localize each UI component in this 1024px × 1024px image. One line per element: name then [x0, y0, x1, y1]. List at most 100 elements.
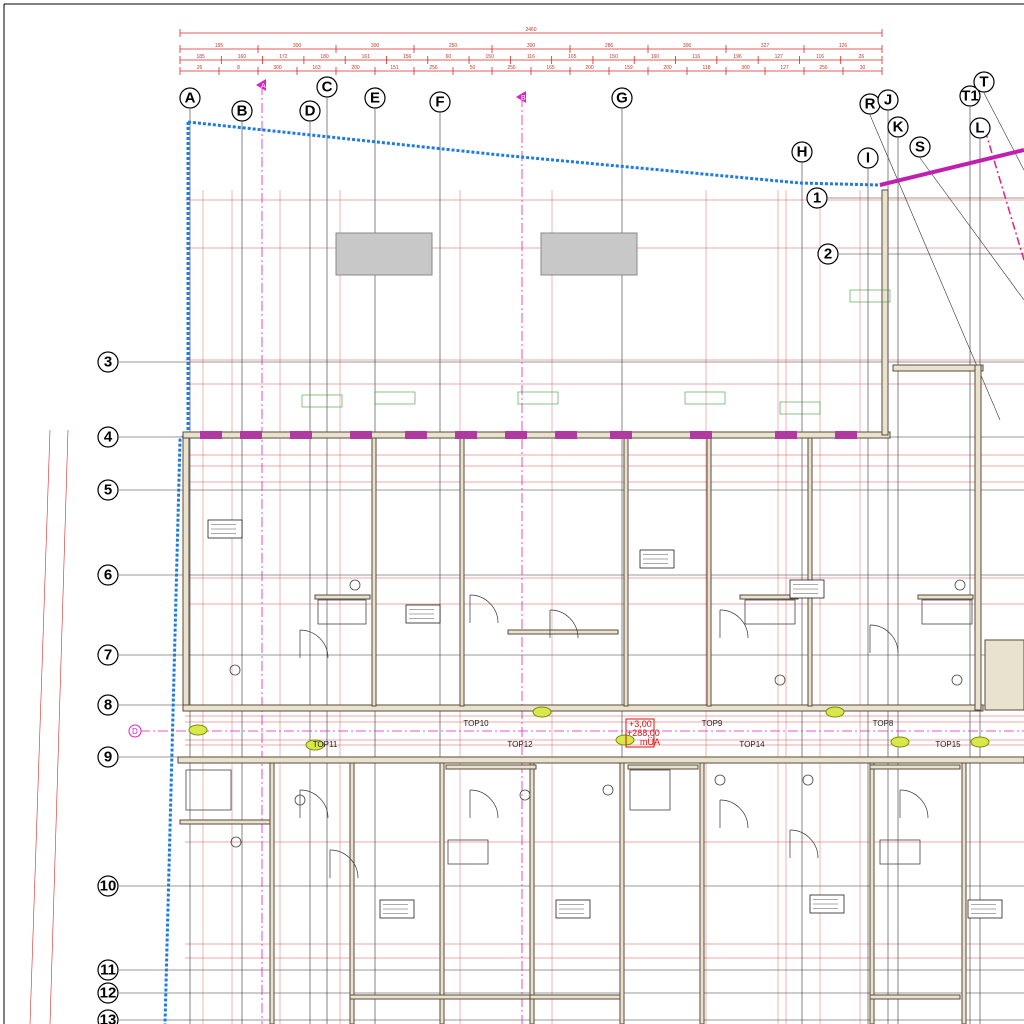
- wc-fixture: [602, 784, 614, 796]
- axis-bubble-c: C: [316, 76, 338, 98]
- beam-label: TOP11: [313, 740, 338, 749]
- wall: [177, 756, 1024, 764]
- axis-bubble-7: 7: [97, 644, 119, 666]
- dimension-value: 30: [860, 65, 866, 71]
- wc-fixture: [714, 774, 726, 786]
- wall: [182, 437, 190, 709]
- axis-label: T1: [961, 88, 979, 105]
- dimension-value: 165: [546, 65, 555, 71]
- note-box: [684, 391, 726, 405]
- window: [835, 431, 857, 439]
- note-box: [374, 391, 416, 405]
- dimension-value: 195: [215, 43, 224, 49]
- wall: [445, 764, 537, 770]
- axis-bubble-i: I: [857, 147, 879, 169]
- dimension-value: 172: [279, 54, 288, 60]
- axis-label: B: [237, 103, 248, 120]
- axis-bubble-9: 9: [97, 746, 119, 768]
- wall: [627, 764, 699, 770]
- window: [350, 431, 372, 439]
- axis-bubble-10: 10: [97, 875, 119, 897]
- note-box: [849, 289, 891, 303]
- bathtub: [629, 769, 671, 811]
- door-swing: [869, 624, 899, 654]
- axis-label: 6: [104, 567, 112, 584]
- bathtub: [744, 599, 796, 625]
- note-box: [301, 394, 343, 408]
- axis-label: I: [866, 150, 870, 167]
- section-marker-d: [128, 724, 142, 738]
- dimension-value: 127: [780, 65, 789, 71]
- bathtub: [921, 599, 973, 625]
- axis-bubble-e: E: [364, 87, 386, 109]
- dimension-value: 160: [238, 54, 247, 60]
- dimension-value: 200: [663, 65, 672, 71]
- dimension-value: 160: [651, 54, 660, 60]
- annotation-tag: [188, 724, 208, 736]
- dimension-value: 180: [320, 54, 329, 60]
- axis-bubble-5: 5: [97, 479, 119, 501]
- dimension-value: 161: [362, 54, 371, 60]
- annotation-tag: [825, 706, 845, 718]
- axis-label: T: [979, 74, 988, 91]
- sheet-frame: [3, 3, 1024, 1024]
- axis-label: K: [893, 119, 904, 136]
- door-swing: [549, 609, 579, 639]
- beam-label: TOP8: [873, 719, 894, 728]
- axis-bubble-4: 4: [97, 426, 119, 448]
- axis-label: D: [305, 103, 316, 120]
- elevation-absolute: +288,00: [627, 728, 660, 738]
- annotation-tag: [615, 734, 635, 746]
- wall: [349, 994, 531, 1000]
- dimension-value: 116: [692, 54, 700, 60]
- dimension-value: 156: [403, 54, 412, 60]
- axis-label: 7: [104, 647, 112, 664]
- dimension-value: 60: [446, 54, 452, 60]
- dimension-value: 185: [196, 54, 205, 60]
- dimension-value: 300: [741, 65, 750, 71]
- wc-fixture: [519, 789, 531, 801]
- axis-label: 12: [100, 985, 117, 1002]
- dimension-value: 200: [351, 65, 360, 71]
- axis-bubble-r: R: [859, 93, 881, 115]
- wc-fixture: [230, 836, 242, 848]
- dimension-value: 163: [312, 65, 321, 71]
- axis-label: E: [370, 90, 380, 107]
- wc-fixture: [349, 579, 361, 591]
- wall: [881, 189, 889, 436]
- wall: [699, 762, 705, 1024]
- dimension-value: 256: [507, 65, 516, 71]
- wall: [892, 364, 984, 372]
- beam-label: TOP9: [702, 719, 723, 728]
- annotation-tag: [890, 736, 910, 748]
- axis-bubble-1: 1: [806, 187, 828, 209]
- axis-label: R: [865, 96, 876, 113]
- dimension-value: 8: [237, 65, 240, 71]
- dimension-value: 165: [568, 54, 577, 60]
- axis-label: H: [797, 144, 808, 161]
- elevation-unit: mÜA: [640, 737, 660, 747]
- door-swing: [469, 594, 499, 624]
- axis-label: 5: [104, 482, 112, 499]
- svg-text:A: A: [261, 83, 266, 90]
- axis-label: 1: [813, 190, 821, 207]
- dimension-value: 26: [197, 65, 203, 71]
- beam-label: TOP10: [463, 719, 489, 728]
- axis-label: J: [884, 92, 892, 109]
- window: [200, 431, 222, 439]
- dimension-value: 300: [371, 43, 380, 49]
- bathtub: [185, 769, 232, 811]
- axis-bubble-a: A: [179, 87, 201, 109]
- dimension-value: 127: [775, 54, 784, 60]
- parking-blocks: [335, 232, 638, 276]
- wall: [917, 594, 974, 600]
- dimension-value: 200: [585, 65, 594, 71]
- section-marker-a: [256, 79, 266, 91]
- axis-label: 3: [104, 354, 112, 371]
- axis-bubble-2: 2: [817, 243, 839, 265]
- wall: [529, 994, 621, 1000]
- axis-bubble-b: B: [231, 100, 253, 122]
- wall: [269, 762, 275, 1024]
